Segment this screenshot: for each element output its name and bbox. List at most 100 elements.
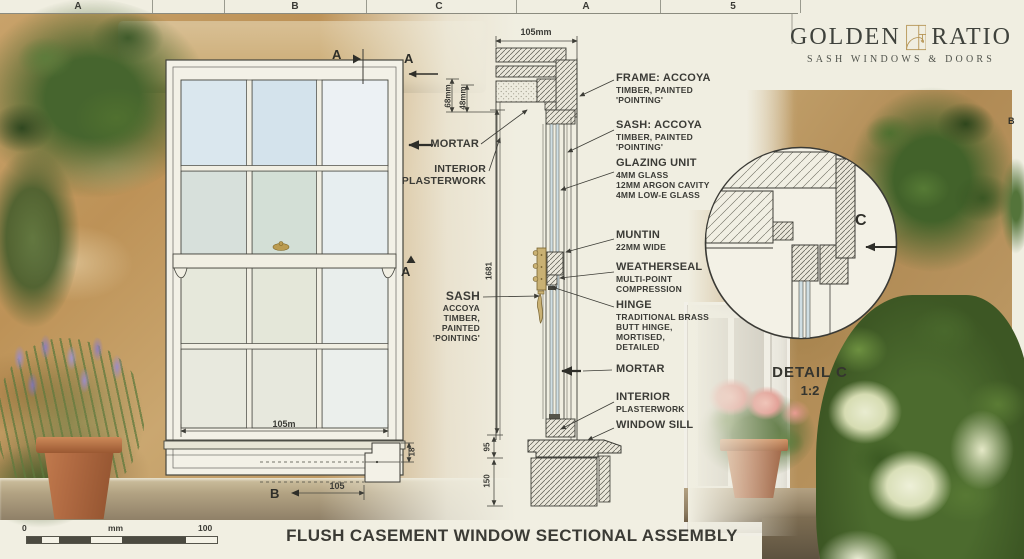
- callout-line: MORTISED,: [616, 332, 666, 342]
- scale-bar-segment: [91, 537, 122, 543]
- sash-fastener: [272, 241, 290, 251]
- scale-bar: [26, 536, 218, 544]
- callout-line: TIMBER, PAINTED: [616, 84, 693, 95]
- brand-logo: GOLDEN RATIO SASH WINDOWS & DOORS: [790, 24, 1012, 65]
- dim-jamb: 105: [329, 481, 345, 491]
- brass-hinge: [532, 247, 547, 291]
- cross-section: [495, 47, 622, 507]
- callout-window-sill: WINDOW SILL: [616, 419, 693, 432]
- scalebar-start: 0: [22, 523, 27, 533]
- elevation-dimensions: [180, 49, 438, 500]
- callout-line: 'POINTING': [432, 333, 480, 344]
- scale-bar-segment: [186, 537, 217, 543]
- callout-line: COMPRESSION: [616, 283, 682, 294]
- detail-title: DETAIL C: [772, 364, 848, 381]
- callout-title: SASH: [445, 289, 480, 303]
- callout-title: HINGE: [616, 299, 652, 311]
- callout-glazing: GLAZING UNIT 4MM GLASS 12MM ARGON CAVITY…: [616, 157, 710, 200]
- callout-line: TIMBER, PAINTED: [616, 131, 693, 142]
- callout-title: MORTAR: [430, 138, 479, 150]
- callout-title: GLAZING UNIT: [616, 157, 697, 169]
- ruler-tick: [660, 0, 661, 13]
- dim-sill-height: 95: [482, 442, 492, 452]
- callout-line: 22MM WIDE: [616, 241, 666, 252]
- callout-line: 'POINTING': [616, 94, 664, 105]
- sheet-title: FLUSH CASEMENT WINDOW SECTIONAL ASSEMBLY: [286, 526, 738, 545]
- detail-marker-c: C: [855, 212, 867, 229]
- leader-lines: [480, 14, 793, 441]
- callout-title: INTERIOR: [434, 163, 486, 175]
- scalebar-unit: mm: [108, 523, 124, 533]
- ruler-tick: [516, 0, 517, 13]
- ruler-line: [0, 13, 798, 14]
- dim-height: 1681: [484, 262, 494, 280]
- ruler-tick: [366, 0, 367, 13]
- callout-line: MULTI-POINT: [616, 273, 673, 284]
- ruler-tick: [224, 0, 225, 13]
- scalebar-end: 100: [198, 523, 213, 533]
- logo-word-golden: GOLDEN: [790, 24, 901, 50]
- detail-caption: DETAIL C 1:2: [754, 364, 866, 398]
- callout-title: MORTAR: [616, 363, 665, 375]
- section-marker-a-mid: A: [401, 264, 411, 279]
- ruler-letter: 5: [730, 1, 736, 12]
- callout-line: BUTT HINGE,: [616, 321, 673, 332]
- callout-line: PLASTERWORK: [401, 175, 486, 188]
- ruler-tick: [800, 0, 801, 13]
- callout-interior-right: INTERIOR PLASTERWORK: [616, 391, 685, 414]
- dim-step: 18: [407, 447, 417, 457]
- callout-interior-left: INTERIOR PLASTERWORK: [402, 163, 486, 188]
- golden-spiral-icon: [905, 24, 927, 51]
- section-dimensions: [446, 36, 578, 507]
- callout-mortar-left: MORTAR: [430, 138, 479, 151]
- dim-subsill-height: 150: [482, 474, 492, 488]
- callout-sash-right: SASH: ACCOYA TIMBER, PAINTED 'POINTING': [616, 119, 702, 152]
- scale-bar-segment: [122, 537, 186, 543]
- side-ruler-letter: B: [1008, 116, 1015, 126]
- callout-mortar-right: MORTAR: [616, 363, 665, 376]
- callout-title: FRAME: ACCOYA: [616, 72, 711, 84]
- callout-line: 12MM ARGON CAVITY: [616, 179, 710, 190]
- callout-line: TRADITIONAL BRASS: [616, 311, 709, 322]
- callout-title: INTERIOR: [616, 391, 671, 403]
- callout-weatherseal: WEATHERSEAL MULTI-POINT COMPRESSION: [616, 261, 702, 294]
- callout-hinge: HINGE TRADITIONAL BRASS BUTT HINGE, MORT…: [616, 299, 709, 352]
- detail-scale: 1:2: [800, 383, 820, 398]
- callout-line: TIMBER,: [443, 313, 480, 324]
- scale-bar-segment: [59, 537, 91, 543]
- ruler-letter: A: [74, 1, 82, 12]
- callout-line: 4MM LOW-E GLASS: [616, 190, 701, 200]
- section-marker-a-top: A: [332, 47, 342, 62]
- dim-sash-depth: 48mm: [458, 86, 468, 110]
- scale-bar-segment: [42, 537, 59, 543]
- section-marker-a-head: A: [404, 51, 414, 66]
- callout-title: MUNTIN: [616, 229, 660, 241]
- callout-title: WEATHERSEAL: [616, 261, 703, 273]
- callout-line: ACCOYA: [442, 303, 480, 314]
- callout-line: 4MM GLASS: [616, 169, 669, 180]
- brass-handle: [536, 290, 545, 324]
- dim-width: 105m: [272, 419, 296, 429]
- callout-title: WINDOW SILL: [616, 419, 694, 431]
- logo-tagline: SASH WINDOWS & DOORS: [807, 54, 995, 65]
- ruler-tick: [152, 0, 153, 13]
- ruler-letter: A: [582, 1, 590, 12]
- callout-title: SASH: ACCOYA: [616, 119, 702, 131]
- callout-line: DETAILED: [616, 342, 660, 353]
- window-elevation: [163, 59, 406, 476]
- callout-line: PLASTERWORK: [616, 403, 685, 414]
- section-marker-b: B: [270, 486, 280, 501]
- scale-bar-segment: [27, 537, 42, 543]
- callout-frame: FRAME: ACCOYA TIMBER, PAINTED 'POINTING': [616, 72, 711, 105]
- ruler-letter: B: [291, 1, 299, 12]
- logo-word-ratio: RATIO: [931, 24, 1012, 50]
- dim-head-width: 105mm: [520, 27, 552, 37]
- dim-frame-depth: 68mm: [443, 84, 453, 108]
- callout-line: PAINTED: [441, 323, 480, 334]
- callout-muntin: MUNTIN 22MM WIDE: [616, 229, 666, 252]
- detail-circle: [704, 146, 898, 340]
- callout-line: 'POINTING': [616, 141, 664, 152]
- ruler-letter: C: [435, 1, 443, 12]
